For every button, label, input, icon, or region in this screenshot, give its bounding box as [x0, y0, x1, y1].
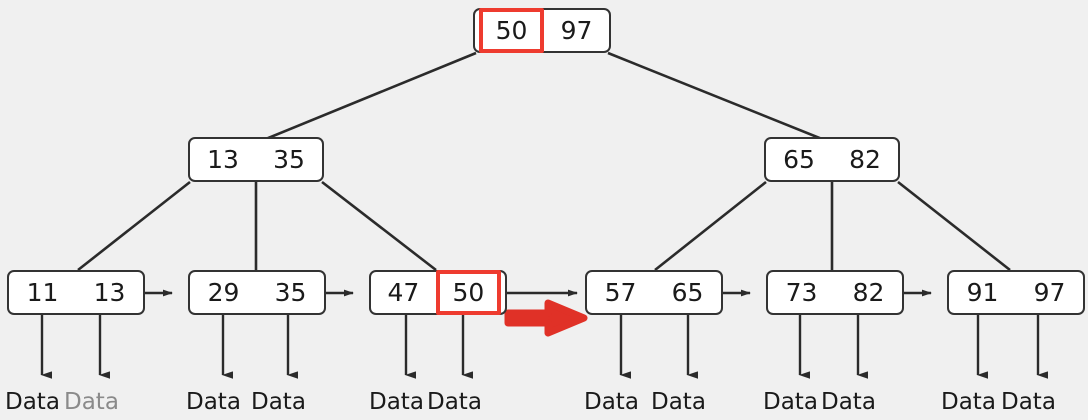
data-label-6-2: Data: [1001, 389, 1056, 415]
leaf-2-key-cell-0[interactable]: 29: [207, 278, 240, 307]
leaf-to-data-arrows: [40, 315, 1048, 379]
data-label-3-1: Data: [369, 389, 424, 415]
leaf-3-key-cell-0[interactable]: 47: [387, 278, 420, 307]
internal-right-key-cell-1[interactable]: 82: [849, 145, 881, 174]
leaf-node-6[interactable]: 91 97: [947, 270, 1085, 315]
leaf-5-key-cell-0[interactable]: 73: [785, 278, 818, 307]
data-label-5-2: Data: [821, 389, 876, 415]
root-key-cell-1[interactable]: 97: [560, 16, 593, 45]
internal-left-key-cell-1[interactable]: 35: [273, 145, 305, 174]
red-traversal-arrow: [504, 299, 588, 337]
edge-internal-left-to-leaf-1: [77, 180, 191, 272]
internal-left-key-cell-0[interactable]: 13: [207, 145, 239, 174]
data-label-6-1: Data: [941, 389, 996, 415]
leaf-6-key-cell-1[interactable]: 97: [1033, 278, 1066, 307]
internal-right-key-cell-0[interactable]: 65: [783, 145, 815, 174]
edge-internal-right-to-leaf-4: [654, 180, 767, 272]
edge-root-to-internal-left: [255, 51, 477, 145]
leaf-3-key-cell-1[interactable]: 50: [435, 270, 501, 315]
root-key-cell-0[interactable]: 50: [479, 8, 545, 53]
data-label-4-2: Data: [651, 389, 706, 415]
root-to-internal-edges: [255, 51, 833, 145]
internal-right-to-leaf-edges: [654, 180, 1011, 272]
leaf-node-5[interactable]: 73 82: [766, 270, 904, 315]
root-node[interactable]: 50 97: [473, 8, 611, 53]
data-label-1-2: Data: [64, 389, 119, 415]
data-label-4-1: Data: [584, 389, 639, 415]
leaf-2-key-cell-1[interactable]: 35: [274, 278, 307, 307]
leaf-1-key-cell-0[interactable]: 11: [26, 278, 59, 307]
edge-root-to-internal-right: [607, 51, 833, 145]
internal-node-left[interactable]: 13 35: [188, 137, 324, 182]
edge-internal-right-to-leaf-6: [897, 180, 1011, 272]
internal-node-right[interactable]: 65 82: [764, 137, 900, 182]
internal-left-to-leaf-edges: [77, 180, 437, 272]
data-label-3-2: Data: [427, 389, 482, 415]
leaf-6-key-cell-0[interactable]: 91: [966, 278, 999, 307]
leaf-node-3[interactable]: 47 50: [369, 270, 507, 315]
data-label-1-1: Data: [5, 389, 60, 415]
data-label-5-1: Data: [763, 389, 818, 415]
leaf-1-key-cell-1[interactable]: 13: [93, 278, 126, 307]
edge-internal-left-to-leaf-3: [321, 180, 437, 272]
leaf-4-key-cell-1[interactable]: 65: [671, 278, 704, 307]
data-label-2-2: Data: [251, 389, 306, 415]
leaf-5-key-cell-1[interactable]: 82: [852, 278, 885, 307]
leaf-node-1[interactable]: 11 13: [7, 270, 145, 315]
data-label-2-1: Data: [186, 389, 241, 415]
leaf-node-2[interactable]: 29 35: [188, 270, 326, 315]
leaf-node-4[interactable]: 57 65: [585, 270, 723, 315]
leaf-4-key-cell-0[interactable]: 57: [604, 278, 637, 307]
